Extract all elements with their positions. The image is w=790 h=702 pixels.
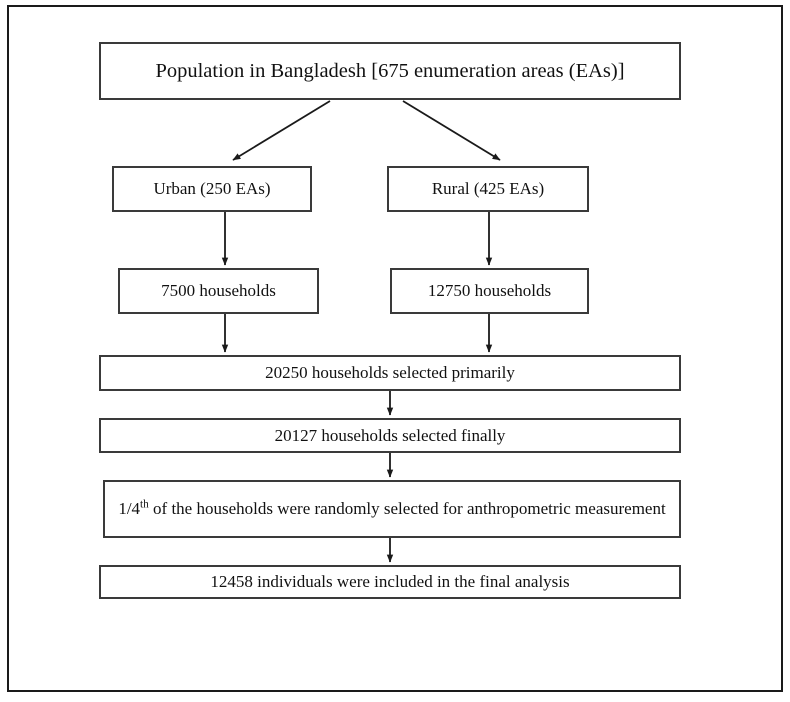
node-anthropometric-selection-label: 1/4th of the households were randomly se… <box>113 498 671 520</box>
node-rural: Rural (425 EAs) <box>387 166 589 212</box>
node-population-label: Population in Bangladesh [675 enumeratio… <box>155 59 625 82</box>
node-anthropometric-selection: 1/4th of the households were randomly se… <box>103 480 681 538</box>
node-urban: Urban (250 EAs) <box>112 166 312 212</box>
node-urban-households: 7500 households <box>118 268 319 314</box>
node-rural-households: 12750 households <box>390 268 589 314</box>
node-final-analysis-label: 12458 individuals were included in the f… <box>210 572 570 592</box>
node-rural-label: Rural (425 EAs) <box>431 179 545 199</box>
fraction-prefix: 1/4 <box>118 499 141 519</box>
node-urban-households-label: 7500 households <box>161 281 276 301</box>
node-final-selection-label: 20127 households selected finally <box>274 425 506 445</box>
node-final-selection: 20127 households selected finally <box>99 418 681 453</box>
node-primary-selection: 20250 households selected primarily <box>99 355 681 391</box>
node-rural-households-label: 12750 households <box>427 281 552 301</box>
node-urban-label: Urban (250 EAs) <box>153 179 271 199</box>
fraction-superscript: th <box>140 498 149 511</box>
node-final-analysis: 12458 individuals were included in the f… <box>99 565 681 599</box>
node-primary-selection-label: 20250 households selected primarily <box>265 363 515 383</box>
node-population: Population in Bangladesh [675 enumeratio… <box>99 42 681 100</box>
fraction-suffix: of the households were randomly selected… <box>148 499 666 519</box>
